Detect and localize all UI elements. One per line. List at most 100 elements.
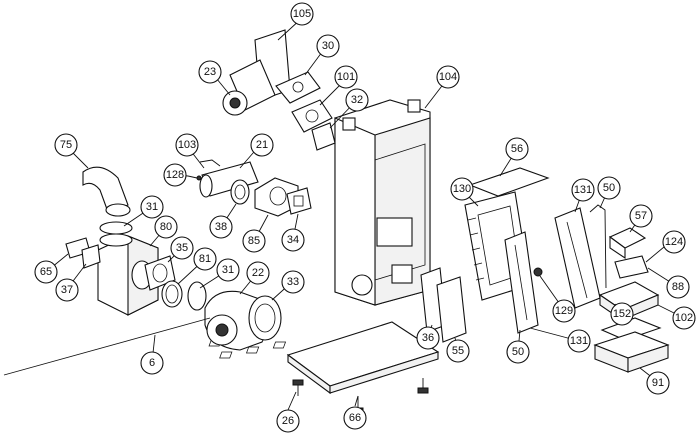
callout-21-label: 21 [256,139,268,151]
callout-152: 152 [610,302,634,326]
cover-plate-56 [468,167,550,197]
base-tray [593,331,670,373]
callout-66: 66 [343,406,367,430]
callout-35: 35 [170,236,194,260]
callout-50-lower-label: 50 [512,346,524,358]
callout-105-label: 105 [293,8,311,20]
callout-50-upper: 50 [597,176,621,200]
plate-55 [436,276,467,343]
flange-plate-30 [275,71,321,104]
callout-31-upper: 31 [140,195,164,219]
callout-34: 34 [281,228,305,252]
callout-102: 102 [672,306,696,330]
clip-32 [311,122,336,151]
ring-38 [230,179,250,205]
callout-85-label: 85 [248,235,260,247]
callout-36: 36 [416,326,440,350]
callout-128-label: 128 [166,169,184,181]
callout-56: 56 [505,137,529,161]
callout-65: 65 [34,260,58,284]
callout-129: 129 [552,299,576,323]
callout-75: 75 [54,133,78,157]
callout-57-label: 57 [635,210,647,222]
control-module [608,227,649,279]
callout-23: 23 [198,60,222,84]
callout-88: 88 [666,275,690,299]
callout-81-label: 81 [199,253,211,265]
callout-131-upper-label: 131 [574,184,592,196]
callout-37-label: 37 [61,284,73,296]
callout-131-upper: 131 [571,178,595,202]
callout-30-label: 30 [322,40,334,52]
callout-32: 32 [345,88,369,112]
callout-6-label: 6 [149,357,155,369]
callout-32-label: 32 [351,94,363,106]
callout-80-label: 80 [160,221,172,233]
callout-104-label: 104 [439,71,457,83]
callout-26-label: 26 [282,415,294,427]
callout-50-upper-label: 50 [603,182,615,194]
callout-31-lower-label: 31 [222,264,234,276]
base-plate [208,321,440,395]
callout-80: 80 [154,215,178,239]
callout-33-label: 33 [287,276,299,288]
callout-152-label: 152 [613,308,631,320]
callout-38: 38 [209,215,233,239]
baffle-131-lower [504,231,539,334]
callout-81: 81 [193,247,217,271]
callout-91: 91 [646,371,670,395]
callout-65-label: 65 [40,266,52,278]
callout-31-lower: 31 [216,258,240,282]
side-panel-131 [554,207,601,309]
callout-102-label: 102 [675,312,693,324]
callout-66-label: 66 [349,412,361,424]
callout-101-label: 101 [337,71,355,83]
callout-21: 21 [250,133,274,157]
callout-131-lower-label: 131 [570,335,588,347]
flue-elbow [82,166,131,217]
callout-130-label: 130 [453,183,471,195]
callout-37: 37 [55,278,79,302]
power-cable [3,317,211,376]
callout-130: 130 [450,177,474,201]
callout-128: 128 [163,163,187,187]
callout-22: 22 [246,261,270,285]
combustion-blower [204,290,282,351]
callout-124-label: 124 [665,236,683,248]
igniter-tube [199,159,259,198]
callout-91-label: 91 [652,377,664,389]
callout-31-upper-label: 31 [146,201,158,213]
callout-23-label: 23 [204,66,216,78]
callout-55-label: 55 [452,345,464,357]
callout-38-label: 38 [215,221,227,233]
callout-101: 101 [334,65,358,89]
callout-56-label: 56 [511,143,523,155]
callout-103: 103 [175,133,199,157]
callout-129-label: 129 [555,305,573,317]
callout-26: 26 [276,409,300,433]
callout-33: 33 [281,270,305,294]
knob-129 [533,267,543,277]
callout-85: 85 [242,229,266,253]
gasket-35 [144,255,176,291]
screw-128 [187,175,202,181]
callout-57: 57 [629,204,653,228]
callout-131-lower: 131 [567,329,591,353]
callout-105: 105 [290,2,314,26]
callout-30: 30 [316,34,340,58]
ring-81 [161,280,183,308]
rod-50 [589,204,607,289]
plate-37 [81,244,101,269]
callout-36-label: 36 [422,332,434,344]
callout-104: 104 [436,65,460,89]
callout-75-label: 75 [60,139,72,151]
callout-34-label: 34 [287,234,299,246]
gasket-101 [291,99,333,133]
callout-6: 6 [140,351,164,375]
callout-22-label: 22 [252,267,264,279]
gasket-34 [286,187,312,215]
callout-103-label: 103 [178,139,196,151]
blower-assembly-top [222,29,291,116]
